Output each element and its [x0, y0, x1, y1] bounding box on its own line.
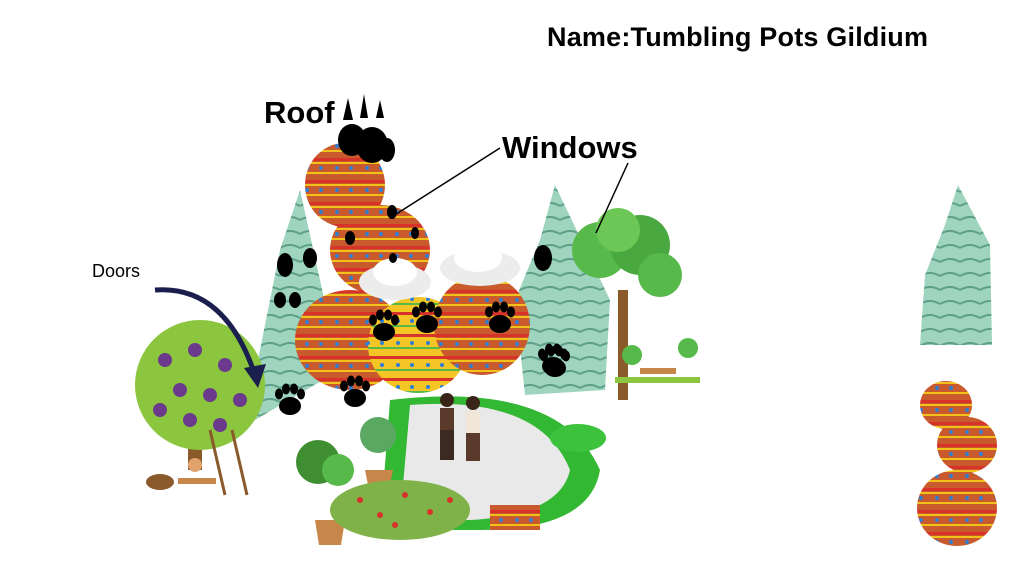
couple-icon: [440, 393, 480, 461]
park-tree-icon: [572, 208, 700, 400]
pot-stack-icon: [917, 381, 997, 546]
hedge-icon: [330, 480, 470, 540]
doors-label: Doors: [92, 261, 141, 281]
windows-label: Windows: [502, 130, 638, 165]
page-title: Name:Tumbling Pots Gildium: [547, 22, 929, 52]
roof-spires: [338, 94, 395, 163]
seashell-tower-icon: [920, 185, 992, 345]
roof-label: Roof: [264, 95, 335, 130]
windows-pointer-line: [389, 147, 501, 219]
pot-stack-icon: [295, 143, 530, 393]
plum-tree-icon: [135, 320, 265, 496]
windows-pointer-line: [595, 162, 629, 234]
curved-arrow-icon: [154, 287, 266, 388]
pot-windows: [345, 205, 419, 263]
potted-plant-icon: [296, 417, 396, 545]
